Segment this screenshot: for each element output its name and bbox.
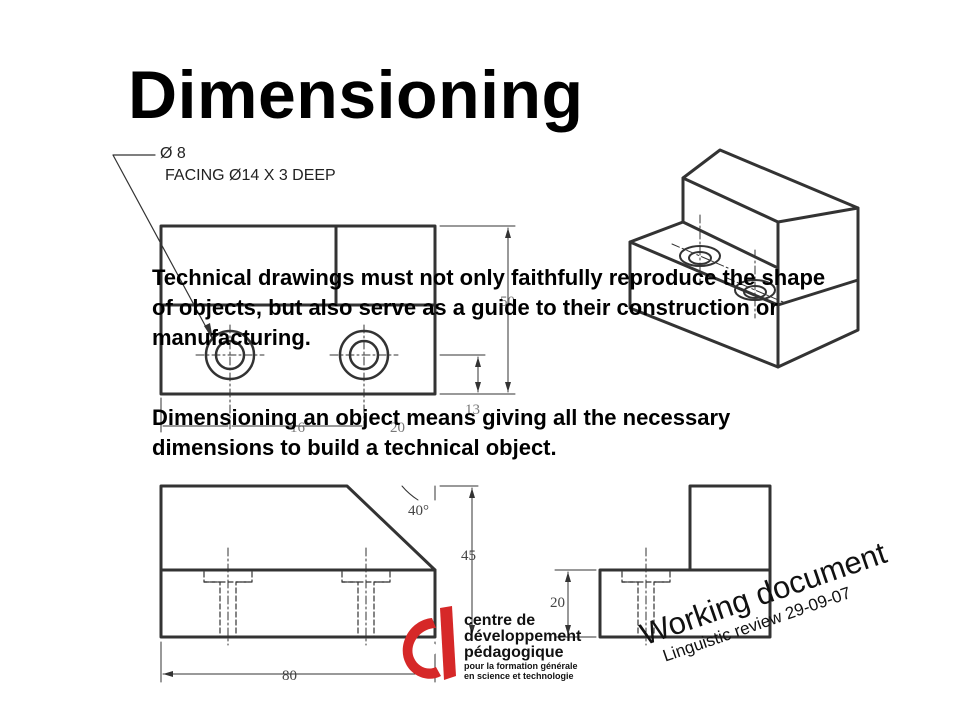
logo-line-2: développement — [464, 628, 582, 645]
paragraph-technical-drawings: Technical drawings must not only faithfu… — [152, 265, 826, 350]
logo-text: centre de développement pédagogique pour… — [464, 612, 582, 682]
logo-line-3: pédagogique — [464, 644, 564, 661]
slide-title: Dimensioning — [128, 57, 584, 133]
callout-facing: FACING Ø14 X 3 DEEP — [165, 167, 336, 184]
callout-diameter: Ø 8 — [160, 145, 186, 162]
logo-mark — [402, 606, 456, 680]
logo-line-5: en science et technologie — [464, 671, 574, 681]
paragraph-dimensioning: Dimensioning an object means giving all … — [152, 405, 731, 460]
dim-top-offset: 13 — [465, 402, 480, 418]
dim-top-height: 50 — [500, 294, 515, 310]
dim-front-width: 80 — [282, 668, 297, 684]
dim-front-height: 45 — [461, 548, 476, 564]
dim-angle: 40° — [408, 503, 429, 519]
dim-top-hole2: 20 — [390, 420, 405, 436]
dim-side-height: 20 — [550, 595, 565, 611]
top-view — [112, 154, 516, 433]
side-view — [554, 484, 772, 646]
isometric-view — [628, 148, 860, 369]
dim-top-hole1: 16 — [290, 420, 306, 436]
logo-line-4: pour la formation générale — [464, 661, 578, 671]
logo-line-1: centre de — [464, 612, 536, 629]
